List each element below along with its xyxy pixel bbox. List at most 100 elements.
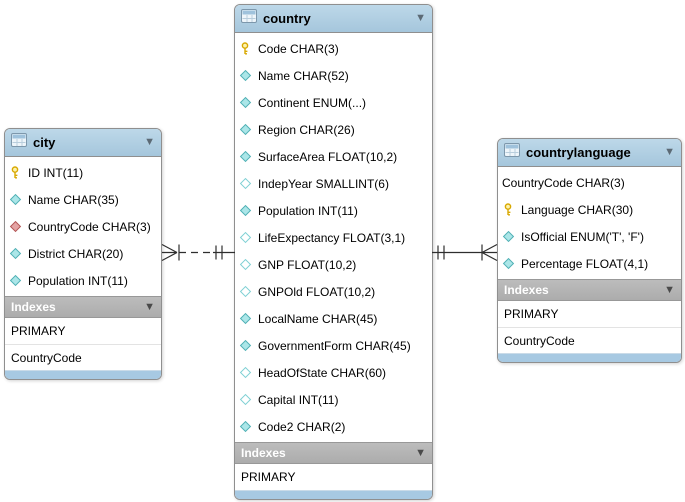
table-footer <box>5 370 161 379</box>
indexes-section-header[interactable]: Indexes ▼ <box>5 296 161 318</box>
column-notnull-icon <box>239 420 252 433</box>
table-countrylanguage-header[interactable]: countrylanguage ▼ <box>498 139 681 167</box>
field-row[interactable]: Capital INT(11) <box>235 386 432 413</box>
field-label: Continent ENUM(...) <box>258 95 367 110</box>
field-label: GovernmentForm CHAR(45) <box>258 338 411 353</box>
field-row[interactable]: CountryCode CHAR(3) <box>5 213 161 240</box>
field-row[interactable]: Percentage FLOAT(4,1) <box>498 250 681 277</box>
primary-key-icon <box>239 42 252 55</box>
field-row[interactable]: Name CHAR(52) <box>235 62 432 89</box>
column-notnull-icon <box>239 123 252 136</box>
table-countrylanguage[interactable]: countrylanguage ▼ CountryCode CHAR(3) Lan… <box>497 138 682 363</box>
index-row[interactable]: CountryCode <box>498 327 681 353</box>
field-row[interactable]: GNP FLOAT(10,2) <box>235 251 432 278</box>
indexes-label: Indexes <box>11 300 56 314</box>
field-label: Name CHAR(35) <box>28 192 119 207</box>
field-row[interactable]: Code2 CHAR(2) <box>235 413 432 440</box>
primary-key-icon <box>9 166 22 179</box>
column-nullable-icon <box>239 366 252 379</box>
table-icon <box>11 133 27 152</box>
index-row[interactable]: PRIMARY <box>504 307 559 321</box>
column-nullable-icon <box>239 231 252 244</box>
table-title: countrylanguage <box>526 145 631 160</box>
field-list: CountryCode CHAR(3) Language CHAR(30) IsOf… <box>498 167 681 279</box>
column-nullable-icon <box>239 393 252 406</box>
collapse-arrow-icon[interactable]: ▼ <box>664 146 675 158</box>
index-row[interactable]: CountryCode <box>5 344 161 370</box>
field-row[interactable]: District CHAR(20) <box>5 240 161 267</box>
index-list: PRIMARY <box>235 464 432 490</box>
table-icon <box>241 9 257 28</box>
field-label: Code2 CHAR(2) <box>258 419 346 434</box>
field-row[interactable]: GovernmentForm CHAR(45) <box>235 332 432 359</box>
field-label: SurfaceArea FLOAT(10,2) <box>258 149 398 164</box>
field-label: Capital INT(11) <box>258 392 339 407</box>
field-row[interactable]: Language CHAR(30) <box>498 196 681 223</box>
field-label: IsOfficial ENUM('T', 'F') <box>521 229 644 244</box>
column-notnull-icon <box>239 312 252 325</box>
table-footer <box>498 353 681 362</box>
field-label: Population INT(11) <box>258 203 358 218</box>
column-nullable-icon <box>239 285 252 298</box>
column-notnull-icon <box>502 257 515 270</box>
column-notnull-icon <box>239 204 252 217</box>
collapse-arrow-icon[interactable]: ▼ <box>415 12 426 24</box>
field-label: GNP FLOAT(10,2) <box>258 257 357 272</box>
field-label: District CHAR(20) <box>28 246 124 261</box>
field-row[interactable]: ID INT(11) <box>5 159 161 186</box>
foreign-key-icon <box>9 220 22 233</box>
field-row[interactable]: IsOfficial ENUM('T', 'F') <box>498 223 681 250</box>
column-notnull-icon <box>239 69 252 82</box>
table-city[interactable]: city ▼ ID INT(11) Name CHAR(35) CountryCod… <box>4 128 162 380</box>
table-title: country <box>263 11 311 26</box>
field-row[interactable]: Continent ENUM(...) <box>235 89 432 116</box>
column-notnull-icon <box>239 150 252 163</box>
field-label: CountryCode CHAR(3) <box>502 175 625 190</box>
table-city-header[interactable]: city ▼ <box>5 129 161 157</box>
index-row[interactable]: PRIMARY <box>241 470 296 484</box>
field-row[interactable]: Name CHAR(35) <box>5 186 161 213</box>
field-row[interactable]: Population INT(11) <box>5 267 161 294</box>
field-row[interactable]: HeadOfState CHAR(60) <box>235 359 432 386</box>
relationship-connector-country-countrylanguage[interactable] <box>432 240 498 265</box>
collapse-arrow-icon[interactable]: ▼ <box>144 300 155 313</box>
collapse-arrow-icon[interactable]: ▼ <box>144 136 155 148</box>
field-label: ID INT(11) <box>28 165 84 180</box>
field-row[interactable]: CountryCode CHAR(3) <box>498 169 681 196</box>
field-label: Language CHAR(30) <box>521 202 634 217</box>
index-list: PRIMARY CountryCode <box>498 301 681 353</box>
field-label: Region CHAR(26) <box>258 122 355 137</box>
indexes-label: Indexes <box>241 446 286 460</box>
table-country[interactable]: country ▼ Code CHAR(3) Name CHAR(52) Conti… <box>234 4 433 500</box>
field-label: Percentage FLOAT(4,1) <box>521 256 649 271</box>
collapse-arrow-icon[interactable]: ▼ <box>415 446 426 459</box>
field-row[interactable]: IndepYear SMALLINT(6) <box>235 170 432 197</box>
field-list: ID INT(11) Name CHAR(35) CountryCode CHAR(… <box>5 157 161 296</box>
field-row[interactable]: Population INT(11) <box>235 197 432 224</box>
table-title: city <box>33 135 56 150</box>
field-label: Code CHAR(3) <box>258 41 339 56</box>
table-country-header[interactable]: country ▼ <box>235 5 432 33</box>
field-row[interactable]: Region CHAR(26) <box>235 116 432 143</box>
collapse-arrow-icon[interactable]: ▼ <box>664 283 675 296</box>
field-row[interactable]: Code CHAR(3) <box>235 35 432 62</box>
field-label: LocalName CHAR(45) <box>258 311 378 326</box>
field-label: Name CHAR(52) <box>258 68 349 83</box>
primary-key-icon <box>502 203 515 216</box>
field-label: Population INT(11) <box>28 273 128 288</box>
column-notnull-icon <box>502 230 515 243</box>
relationship-connector-city-country[interactable] <box>161 240 235 265</box>
field-row[interactable]: LocalName CHAR(45) <box>235 305 432 332</box>
column-notnull-icon <box>9 274 22 287</box>
field-label: CountryCode CHAR(3) <box>28 219 151 234</box>
field-label: LifeExpectancy FLOAT(3,1) <box>258 230 406 245</box>
indexes-section-header[interactable]: Indexes ▼ <box>235 442 432 464</box>
field-row[interactable]: LifeExpectancy FLOAT(3,1) <box>235 224 432 251</box>
field-row[interactable]: SurfaceArea FLOAT(10,2) <box>235 143 432 170</box>
index-row[interactable]: PRIMARY <box>11 324 66 338</box>
column-notnull-icon <box>239 339 252 352</box>
table-icon <box>504 143 520 162</box>
field-row[interactable]: GNPOld FLOAT(10,2) <box>235 278 432 305</box>
indexes-section-header[interactable]: Indexes ▼ <box>498 279 681 301</box>
